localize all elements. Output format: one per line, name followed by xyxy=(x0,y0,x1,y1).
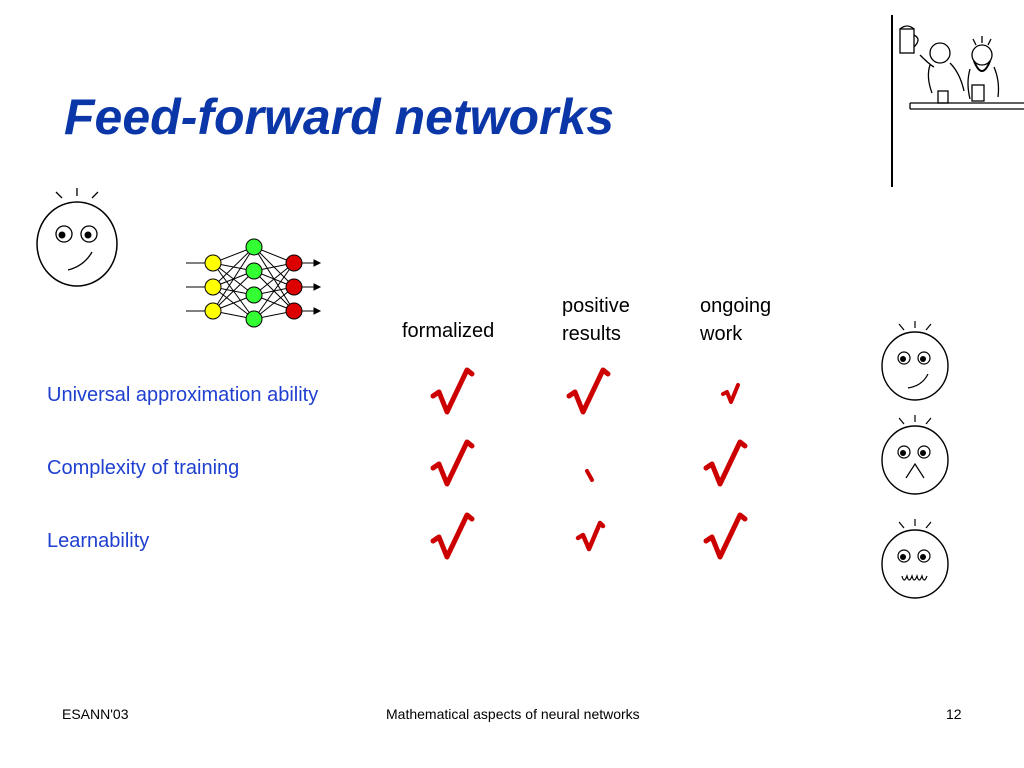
hidden-node xyxy=(245,310,263,328)
check-mark-icon xyxy=(703,439,748,487)
input-node xyxy=(204,254,222,272)
tiny-check-mark-icon xyxy=(585,469,594,482)
check-mark-icon xyxy=(703,512,748,560)
row-label-complexity-of-training: Complexity of training xyxy=(47,457,240,479)
small-check-mark-icon xyxy=(721,383,740,404)
sad-face-icon xyxy=(881,415,949,495)
check-mark-icon xyxy=(430,439,475,487)
footer-center: Mathematical aspects of neural networks xyxy=(386,706,640,722)
wavy-mouth-face-icon xyxy=(881,519,949,599)
medium-check-mark-icon xyxy=(575,520,606,552)
input-node xyxy=(204,278,222,296)
check-mark-icon xyxy=(430,367,475,415)
cartoon-illustration xyxy=(891,15,1024,187)
output-node xyxy=(285,254,303,272)
row-label-universal-approximation: Universal approximation ability xyxy=(47,384,319,406)
column-header-positive-results: positive results xyxy=(562,295,630,345)
input-node xyxy=(204,302,222,320)
hidden-node xyxy=(245,286,263,304)
column-header-ongoing-work: ongoing work xyxy=(700,295,772,345)
check-mark-icon xyxy=(430,512,475,560)
row-label-learnability: Learnability xyxy=(47,530,150,552)
neural-network-diagram xyxy=(186,238,322,328)
footer-left: ESANN'03 xyxy=(62,706,129,722)
column-header-formalized: formalized xyxy=(402,320,495,342)
hidden-node xyxy=(245,238,263,256)
happy-face-icon xyxy=(36,188,118,287)
output-node xyxy=(285,278,303,296)
output-node xyxy=(285,302,303,320)
smiling-face-icon xyxy=(881,321,949,401)
slide-title: Feed-forward networks xyxy=(64,89,615,145)
page-number: 12 xyxy=(946,706,962,722)
hidden-node xyxy=(245,262,263,280)
check-mark-icon xyxy=(566,367,611,415)
